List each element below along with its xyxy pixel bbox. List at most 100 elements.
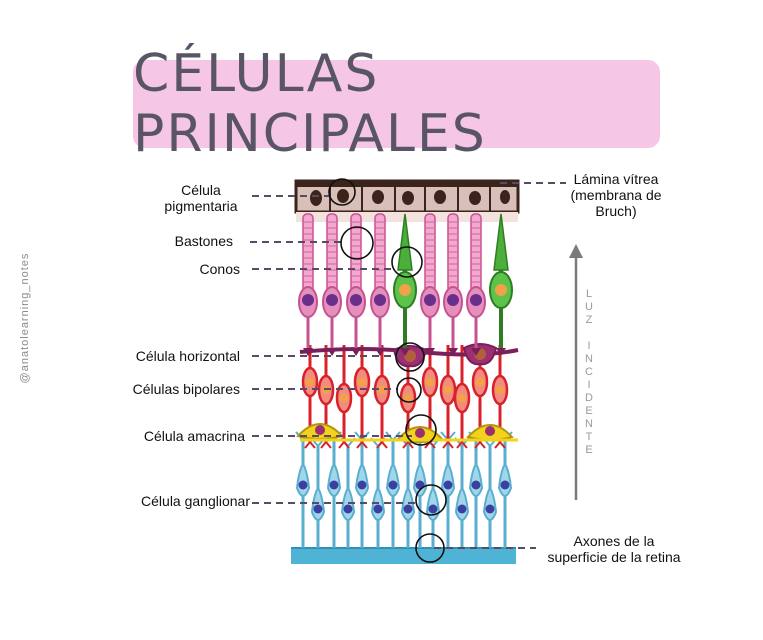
ganglion-nucleus (403, 504, 413, 514)
label-line: Lámina vítrea (573, 171, 659, 187)
page-title: CÉLULAS PRINCIPALES (133, 44, 487, 164)
bipolar-terminal (494, 441, 506, 449)
label-celula-ganglionar: Célula ganglionar (141, 493, 250, 509)
highlight-circle (391, 246, 423, 278)
bipolar-nucleus (443, 385, 453, 395)
ganglion-cell (385, 462, 401, 497)
label-bastones: Bastones (174, 233, 233, 249)
pigment-layer (294, 179, 520, 214)
bipolar-terminal (402, 441, 414, 449)
label-celula-amacrina: Célula amacrina (143, 428, 245, 444)
luz-letter: E (585, 444, 593, 456)
horizontal-nucleus (404, 350, 416, 362)
ganglion-nucleus (428, 504, 438, 514)
ganglion-nucleus (388, 480, 398, 490)
ganglion-nucleus (373, 504, 383, 514)
synaptic-terminal (303, 348, 313, 356)
label-celula-pigmentaria: Célula pigmentaria (150, 182, 252, 214)
label-line: Axones de la (573, 533, 655, 549)
luz-letter: T (585, 431, 593, 443)
rod-nucleus (470, 294, 482, 306)
luz-letter: L (585, 288, 593, 300)
bipolar-nucleus (357, 377, 367, 387)
ganglion-nucleus (457, 504, 467, 514)
amacrine-nucleus (485, 426, 495, 436)
luz-letter (582, 327, 596, 340)
synaptic-terminal (448, 348, 458, 356)
highlight-circle (405, 414, 437, 446)
synaptic-terminal (375, 348, 385, 356)
luz-letter: N (585, 353, 593, 365)
label-line: pigmentaria (164, 198, 238, 214)
synaptic-terminal (400, 348, 410, 356)
label-lamina-vitrea: Lámina vítrea (membrana de Bruch) (566, 171, 666, 219)
label-line: (membrana de (570, 187, 662, 203)
ganglion-nucleus (357, 480, 367, 490)
cone-outer-segment (397, 213, 413, 271)
ganglion-cell (354, 462, 370, 497)
highlight-circle (395, 342, 425, 372)
rod-nucleus (302, 294, 314, 306)
bipolar-terminal (304, 441, 316, 449)
label-conos: Conos (199, 261, 240, 277)
luz-letter: I (587, 340, 591, 352)
ganglion-nucleus (343, 504, 353, 514)
synaptic-terminal (496, 348, 506, 356)
cone-nucleus (495, 284, 507, 296)
synaptic-terminal (425, 348, 435, 356)
ganglion-cell (412, 462, 428, 497)
rod-outer-segment (424, 213, 436, 293)
rod-outer-segment (470, 213, 482, 293)
luz-letter: Z (585, 314, 593, 326)
label-line: superficie de la retina (547, 549, 681, 565)
bipolar-terminal (338, 441, 350, 449)
synaptic-terminal (327, 348, 337, 356)
bipolar-nucleus (305, 377, 315, 387)
rod-outer-segment (374, 213, 386, 293)
bipolar-terminal (376, 441, 388, 449)
highlight-circle (396, 377, 422, 403)
rod-outer-segment (447, 213, 459, 293)
luz-letter: U (585, 301, 593, 313)
highlight-circle (415, 533, 445, 563)
label-line: Célula (181, 182, 221, 198)
bipolar-nucleus (425, 377, 435, 387)
bipolar-terminal (474, 441, 486, 449)
synaptic-terminal (471, 348, 481, 356)
ganglion-nucleus (298, 480, 308, 490)
cone-outer-segment (493, 213, 509, 271)
light-arrow-head (569, 244, 583, 258)
ganglion-nucleus (471, 480, 481, 490)
ganglion-cell (295, 462, 311, 497)
ganglion-cell (497, 462, 513, 497)
ganglion-nucleus (313, 504, 323, 514)
bipolar-terminal (320, 441, 332, 449)
amacrine-nucleus (415, 428, 425, 438)
amacrine-nucleus (315, 425, 325, 435)
luz-letter: N (585, 418, 593, 430)
rod-nucleus (350, 294, 362, 306)
bipolar-terminal (356, 441, 368, 449)
luz-letter: D (585, 392, 593, 404)
cone-nucleus (399, 284, 411, 296)
synaptic-terminal (351, 348, 361, 356)
ganglion-cell (482, 486, 498, 521)
label-celula-horizontal: Célula horizontal (135, 348, 240, 364)
rod-nucleus (447, 294, 459, 306)
luz-letter: E (585, 405, 593, 417)
rod-outer-segment (350, 213, 362, 293)
label-celulas-bipolares: Células bipolares (132, 381, 240, 397)
ganglion-nucleus (329, 480, 339, 490)
ganglion-nucleus (443, 480, 453, 490)
label-line: Bruch) (595, 203, 637, 219)
ganglion-cell (326, 462, 342, 497)
label-axones: Axones de la superficie de la retina (536, 533, 692, 565)
ganglion-nucleus (485, 504, 495, 514)
highlight-circle (415, 484, 447, 516)
luz-letter: I (587, 379, 591, 391)
ganglion-cell (468, 462, 484, 497)
ganglion-nucleus (500, 480, 510, 490)
bipolar-nucleus (457, 393, 467, 403)
luz-letter: C (585, 366, 593, 378)
